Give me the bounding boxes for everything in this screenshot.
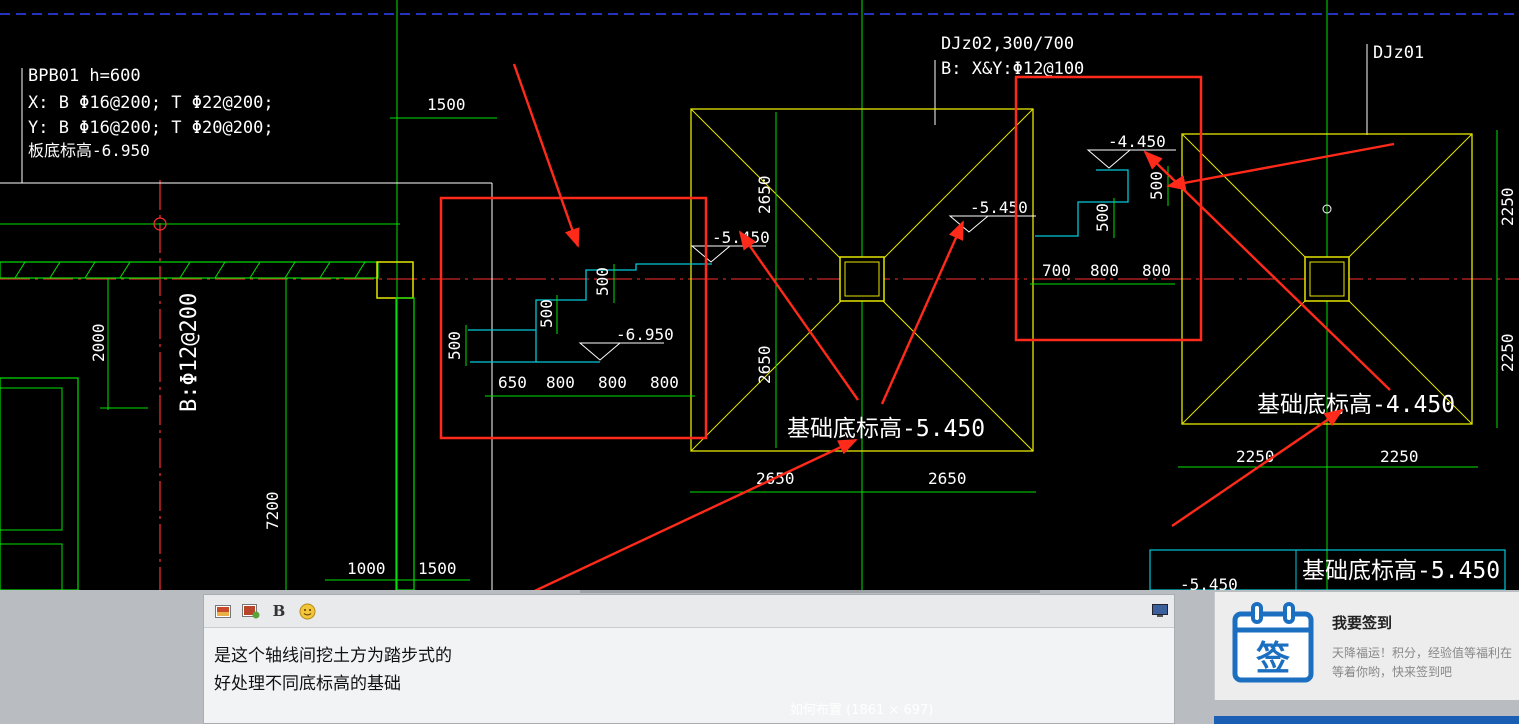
svg-text:Y: B Φ16@200; T Φ20@200;: Y: B Φ16@200; T Φ20@200;	[28, 118, 274, 138]
dimension-lines	[325, 117, 497, 581]
emoji-icon[interactable]	[298, 603, 316, 619]
svg-text:X: B Φ16@200; T Φ22@200;: X: B Φ16@200; T Φ22@200;	[28, 93, 274, 113]
image-resize-handle[interactable]	[580, 590, 1040, 593]
editor-text-line: 是这个轴线间挖土方为踏步式的	[214, 646, 452, 666]
svg-text:500: 500	[1147, 171, 1166, 200]
blue-bar	[1214, 716, 1519, 724]
svg-text:2250: 2250	[1236, 447, 1275, 466]
svg-text:1500: 1500	[418, 559, 457, 578]
svg-text:基础底标高-5.450: 基础底标高-5.450	[1302, 558, 1500, 584]
svg-text:1000: 1000	[347, 559, 386, 578]
svg-text:800: 800	[650, 373, 679, 392]
svg-text:基础底标高-5.450: 基础底标高-5.450	[787, 416, 985, 442]
red-highlight-boxes	[439, 75, 1203, 440]
monitor-icon[interactable]	[1152, 603, 1168, 617]
svg-text:7200: 7200	[263, 491, 282, 530]
editor-toolbar: B	[204, 595, 1174, 628]
svg-text:500: 500	[537, 299, 556, 328]
svg-text:2250: 2250	[1498, 187, 1517, 226]
svg-text:-4.450: -4.450	[1108, 132, 1166, 151]
svg-text:基础底标高-4.450: 基础底标高-4.450	[1257, 392, 1455, 418]
svg-text:800: 800	[546, 373, 575, 392]
bold-button[interactable]: B	[272, 602, 286, 620]
svg-text:板底标高-6.950: 板底标高-6.950	[28, 141, 150, 160]
calendar-checkin-icon[interactable]: 签	[1231, 600, 1315, 684]
step-profile-left	[465, 245, 766, 397]
svg-text:500: 500	[593, 267, 612, 296]
svg-text:-6.950: -6.950	[616, 325, 674, 344]
image-size-tooltip: 如何布置 (1861 × 697)	[790, 703, 934, 718]
insert-image-icon[interactable]	[214, 603, 232, 619]
svg-text:2650: 2650	[928, 469, 967, 488]
svg-text:2250: 2250	[1380, 447, 1419, 466]
cad-drawing-canvas[interactable]: BPB01 h=600 X: B Φ16@200; T Φ22@200; Y: …	[0, 0, 1519, 590]
reply-editor[interactable]: B 是这个轴线间挖土方为踏步式的 好处理不同底标高的基础	[203, 594, 1175, 724]
svg-text:500: 500	[445, 331, 464, 360]
svg-text:-5.450: -5.450	[970, 198, 1028, 217]
insert-photo-icon[interactable]	[242, 603, 260, 619]
svg-text:800: 800	[598, 373, 627, 392]
svg-text:800: 800	[1090, 261, 1119, 280]
svg-text:B:Φ12@200: B:Φ12@200	[177, 293, 202, 412]
svg-text:BPB01 h=600: BPB01 h=600	[28, 66, 141, 86]
svg-text:-5.450: -5.450	[1180, 575, 1238, 590]
svg-text:650: 650	[498, 373, 527, 392]
wall-structure	[0, 44, 1368, 590]
svg-text:-5.450: -5.450	[712, 228, 770, 247]
svg-text:800: 800	[1142, 261, 1171, 280]
checkin-description: 天降福运！积分，经验值等福利在等着你哟，快来签到吧	[1332, 646, 1513, 679]
checkin-card[interactable]: 签 我要签到 天降福运！积分，经验值等福利在等着你哟，快来签到吧	[1214, 592, 1519, 700]
svg-text:2000: 2000	[89, 323, 108, 362]
svg-text:签: 签	[1256, 639, 1290, 679]
svg-text:B: X&Y:Φ12@100: B: X&Y:Φ12@100	[941, 59, 1084, 79]
svg-text:DJz01: DJz01	[1373, 43, 1424, 63]
svg-text:1500: 1500	[427, 95, 466, 114]
foundation-djz01	[1149, 130, 1506, 590]
editor-text-line: 好处理不同底标高的基础	[214, 674, 401, 694]
svg-text:2650: 2650	[755, 175, 774, 214]
step-profile-right	[948, 149, 1176, 285]
svg-text:500: 500	[1093, 203, 1112, 232]
editor-content[interactable]: 是这个轴线间挖土方为踏步式的 好处理不同底标高的基础	[204, 628, 1174, 712]
svg-text:700: 700	[1042, 261, 1071, 280]
svg-text:DJz02,300/700: DJz02,300/700	[941, 34, 1074, 54]
svg-text:2650: 2650	[755, 345, 774, 384]
svg-text:2250: 2250	[1498, 333, 1517, 372]
checkin-title[interactable]: 我要签到	[1332, 614, 1393, 632]
red-annotation-arrows	[512, 63, 1395, 590]
